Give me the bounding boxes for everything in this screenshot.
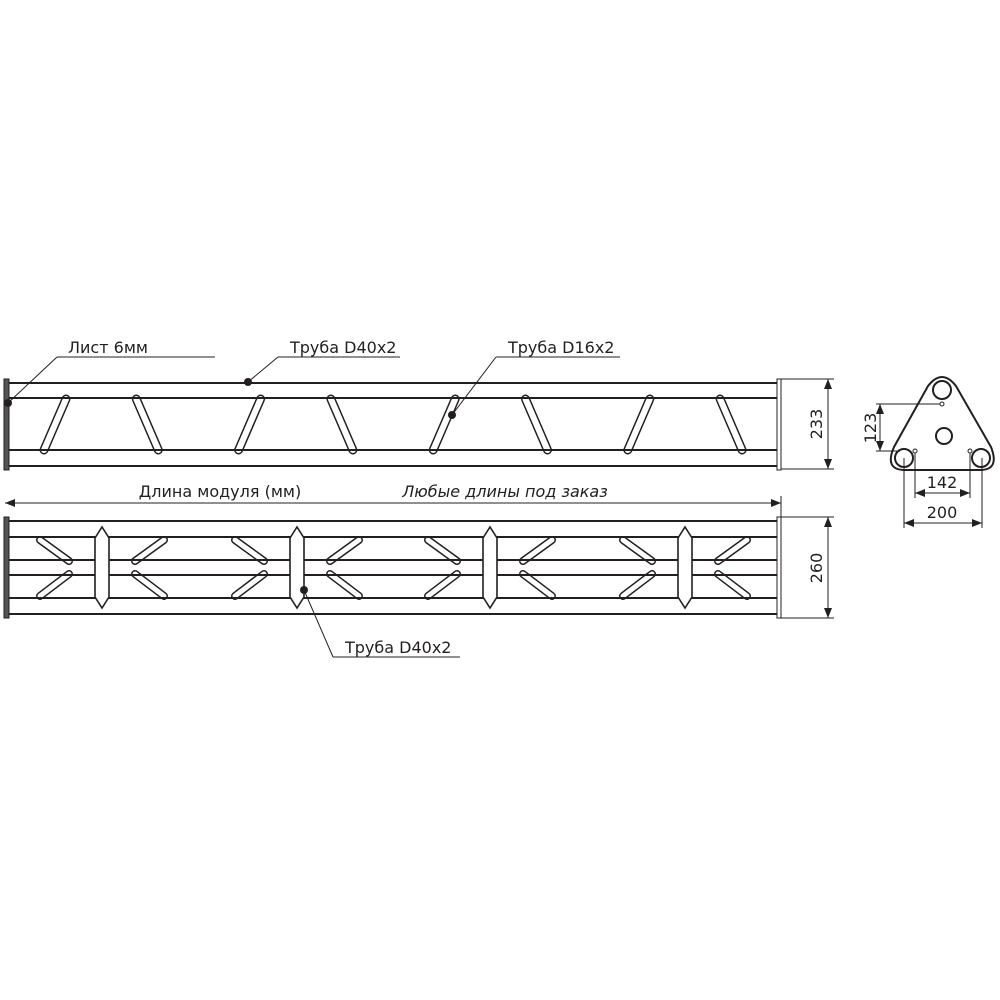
brace-tube-fill: [715, 571, 750, 599]
vertical-post: [289, 525, 305, 610]
leader-dot: [300, 586, 308, 594]
triangle-plate-outline: [889, 376, 995, 471]
vertical-post: [677, 525, 693, 610]
height-dimension: 233: [781, 378, 834, 470]
side-view: [3, 378, 782, 471]
brace-tube-fill: [327, 537, 362, 564]
side-braces: [39, 394, 747, 455]
brace-tube-fill: [327, 571, 362, 599]
brace-tube-fill: [624, 396, 653, 453]
callout-bottom-tube: Труба D40x2: [300, 586, 460, 658]
brace-tube-fill: [620, 571, 655, 599]
svg-text:200: 200: [927, 503, 958, 522]
brace-tube-fill: [715, 537, 750, 564]
brace-tube-fill: [132, 571, 167, 599]
end-plate-section: 123 142 200: [861, 376, 995, 528]
brace-tube-fill: [133, 396, 162, 453]
bolt-hole: [967, 448, 973, 454]
brace-tube-fill: [425, 571, 460, 599]
svg-text:233: 233: [807, 409, 826, 440]
svg-text:260: 260: [807, 553, 826, 584]
dim-123: 123: [861, 413, 880, 444]
end-plate-left: [3, 378, 10, 471]
brace-tube-fill: [327, 396, 356, 453]
svg-text:123: 123: [861, 413, 880, 444]
brace-tube-fill: [232, 537, 267, 564]
svg-text:Труба D40x2: Труба D40x2: [289, 338, 396, 357]
leader-dot: [244, 378, 252, 386]
label-tube-d40: Труба D40x2: [289, 338, 396, 357]
svg-text:Длина модуля (мм): Длина модуля (мм): [139, 482, 301, 501]
end-plate-right: [776, 378, 782, 471]
brace-tube-fill: [522, 396, 551, 453]
brace-tube-fill: [41, 396, 69, 453]
label-tube-d16: Труба D16x2: [507, 338, 614, 357]
svg-text:Труба D16x2: Труба D16x2: [507, 338, 614, 357]
brace-tube-fill: [717, 396, 746, 453]
vertical-post: [482, 525, 498, 610]
leader-dot: [448, 411, 456, 419]
dim-233: 233: [807, 409, 826, 440]
brace-tube-fill: [425, 537, 460, 564]
plan-view: [3, 516, 782, 619]
brace-tube-fill: [232, 571, 267, 599]
bolt-hole: [939, 401, 945, 407]
brace-tube-fill: [235, 396, 264, 453]
svg-text:Лист 6мм: Лист 6мм: [68, 338, 148, 357]
label-sheet: Лист 6мм: [68, 338, 148, 357]
width-dimension: 260: [781, 516, 834, 619]
label-any-length: Любые длины под заказ: [401, 482, 607, 501]
plan-end-plate-right: [776, 516, 782, 619]
plan-braces: [36, 536, 751, 600]
bolt-hole: [912, 448, 918, 454]
chord-hole: [932, 380, 952, 400]
callout-top-tube: Труба D40x2: [244, 338, 400, 386]
label-tube-d40-plan: Труба D40x2: [344, 638, 451, 657]
callout-sheet: Лист 6мм: [4, 338, 215, 407]
brace-tube-fill: [520, 537, 555, 564]
plan-end-plate-left: [3, 516, 10, 619]
brace-tube-fill: [520, 571, 555, 599]
brace-tube-fill: [620, 537, 655, 564]
dim-260: 260: [807, 553, 826, 584]
brace-tube-fill: [132, 537, 167, 564]
leader-dot: [4, 399, 12, 407]
chord-hole: [971, 448, 991, 468]
brace-tube-fill: [37, 571, 72, 599]
dim-200: 200: [927, 503, 958, 522]
label-module-length: Длина модуля (мм): [139, 482, 301, 501]
vertical-post: [94, 525, 110, 610]
dim-142: 142: [927, 473, 958, 492]
center-hole: [935, 427, 953, 445]
svg-text:Труба D40x2: Труба D40x2: [344, 638, 451, 657]
svg-text:142: 142: [927, 473, 958, 492]
brace-tube-fill: [37, 537, 72, 564]
callout-brace-tube: Труба D16x2: [448, 338, 620, 419]
length-dimension: Длина модуля (мм) Любые длины под заказ: [5, 482, 782, 517]
brace-tube-fill: [430, 396, 459, 453]
svg-text:Любые длины под заказ: Любые длины под заказ: [401, 482, 607, 501]
